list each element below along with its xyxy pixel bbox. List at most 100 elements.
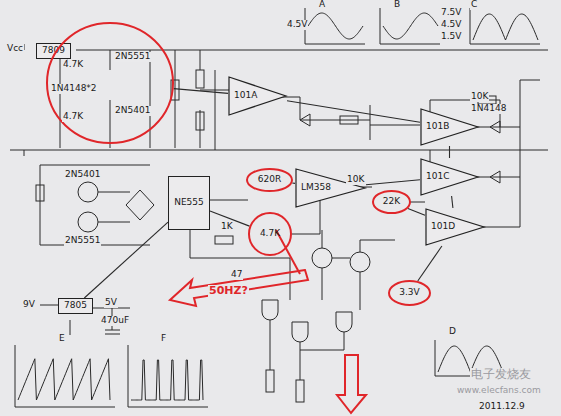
wire-connector [84,222,168,298]
part-number: 2N5401 [64,170,101,180]
highlight-circle-outline [46,22,174,144]
bridge-symbol [126,190,154,220]
resistor-symbol [215,236,233,244]
transistor-symbol [350,252,370,272]
probe-symbol [296,380,304,402]
regulator-box: 7805 [58,298,93,314]
wire [40,165,150,245]
waveform [18,359,110,400]
wire [200,50,340,150]
chart-axis [128,345,208,407]
capacitor-value: 47 [230,270,243,280]
resistor-symbol [340,116,358,124]
wire-connector [418,246,442,281]
node-text: 2N5401 [114,106,151,116]
highlight-circle: 4.7K [248,212,292,256]
waveform [131,360,203,400]
resistor-value: 10K [346,175,365,185]
wire-connector [408,208,425,215]
waveform [383,13,438,39]
wire [322,230,395,310]
node-text: 101C [425,172,450,182]
part-number: 2N5551 [64,236,101,246]
capacitor-symbol [105,330,120,334]
highlight-circle: 4.7K 2N5551 1N4148*2 2N5401 4.7K [46,22,174,144]
ground-wire [10,150,548,151]
resistor-value: 10K [470,92,489,102]
diode-symbol [300,114,310,126]
waveform [308,13,363,39]
chart-axis [380,8,440,44]
waveform-label: B [393,0,401,10]
waveform [473,14,538,40]
node-text: NE555 [173,198,205,208]
wire-connector [449,146,450,158]
red-arrow [170,270,308,306]
supply-wire [76,50,548,51]
voltage-label: 5V [104,298,118,308]
highlight-circle: 620R [246,168,293,192]
node-text: 1N4148*2 [50,84,98,94]
waveform-label: F [160,334,167,344]
part-number: 1N4148 [470,104,507,114]
resistor-symbol [196,70,204,88]
waveform-label: E [58,334,66,344]
node-text: 101D [430,222,456,232]
capacitor-value: 470uF [100,316,130,326]
wire-connector [366,180,420,185]
node-text: 2N5551 [114,52,151,62]
gate-symbol [262,300,352,342]
wire-connector [292,182,295,183]
watermark: 电子发烧友 [470,368,532,381]
timer-ic-box: NE555 [168,176,210,230]
capacitor-symbol [36,185,44,201]
voltage-label: 7.5V [440,8,462,18]
watermark: www.elecfans.com [456,386,542,396]
node-text: 7805 [63,301,88,311]
node-text: 4.7K [259,229,281,239]
chart-axis [15,345,115,407]
wire [24,44,25,156]
wire-connector [174,89,228,94]
node-text: 101B [425,122,450,132]
node-text: 101A [233,91,258,101]
opamp-triangle: 101D [425,208,485,246]
probe-symbol [266,370,274,392]
date-note: 2011.12.9 [478,402,526,412]
highlight-circle: 3.3V [388,280,431,306]
wire [466,80,540,227]
node-text: 4.7K [62,60,84,70]
diode-symbol [490,121,500,183]
chart-axis [305,8,365,44]
net-label: Vcc [6,44,24,54]
transistor-symbol [78,182,98,202]
highlight-circle: 22K [372,190,411,214]
opamp-triangle: 101C [420,158,479,196]
waveform-label: A [318,0,326,10]
transistor-symbol [312,248,332,268]
voltage-label: 9V [22,300,36,310]
wire-connector [287,101,420,122]
resistor-value: 1K [220,222,234,232]
wire [340,105,420,140]
wire [270,320,344,380]
waveform-label: C [470,0,478,10]
wire [190,230,290,300]
node-text: LM358 [300,183,332,193]
chart-axis [470,8,540,44]
waveform-label: D [448,327,457,337]
wire-connector [452,196,453,208]
node-text: 22K [382,197,401,207]
voltage-label: 4.5V [286,20,308,30]
voltage-label: 1.5V [440,32,462,42]
transistor-symbol [78,212,98,232]
opamp-triangle: 101A [228,76,287,116]
voltage-label: 4.5V [440,20,462,30]
frequency-note: 50HZ? [208,285,249,297]
opamp-triangle: LM358 [295,168,366,208]
node-text: 4.7K [62,112,84,122]
node-text: 3.3V [398,288,420,298]
red-arrow [337,355,366,413]
node-text: 620R [257,175,282,185]
resistor-symbol [196,112,204,130]
